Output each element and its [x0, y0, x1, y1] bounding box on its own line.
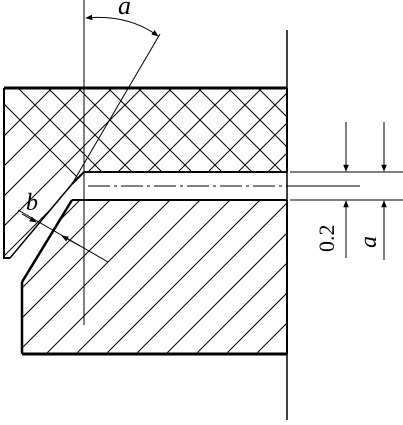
lower-block-hatch [22, 200, 287, 354]
upper-block-outline [3, 86, 288, 259]
angle-label: a [118, 0, 131, 20]
offset-label: a [356, 236, 382, 248]
lower-block-outline [20, 199, 288, 356]
angle-arc [85, 14, 159, 37]
chamfer-label: b [26, 190, 38, 216]
angle-line [71, 33, 161, 185]
upper-block-hatch-cross [4, 88, 287, 258]
gap-extension-lines [290, 171, 403, 201]
gap-slot [86, 174, 286, 198]
chamfer-dimension [17, 209, 109, 263]
gap-label: 0.2 [314, 225, 339, 253]
